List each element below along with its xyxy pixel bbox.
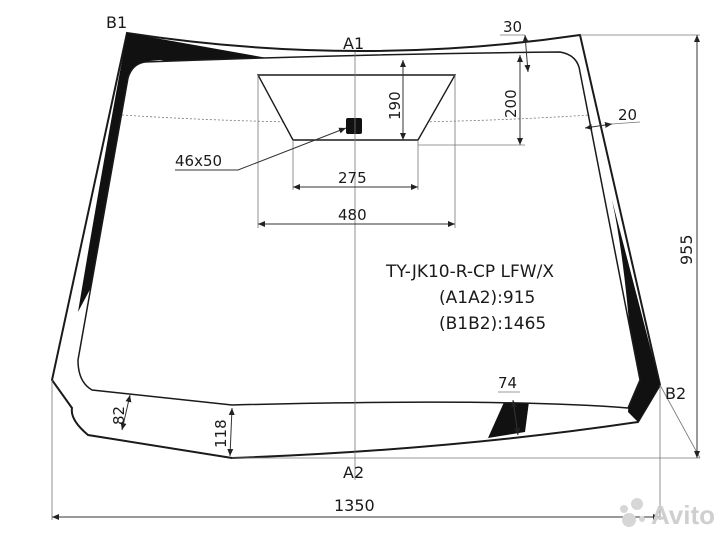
corner-label-b2: B2 (665, 384, 686, 403)
dim-label-20: 20 (618, 106, 637, 124)
right-black-band (612, 200, 660, 422)
rain-sensor (346, 118, 362, 134)
dim-20-line (584, 122, 613, 130)
b1b2-length: (B1B2):1465 (439, 314, 546, 334)
dim-82-line (120, 394, 132, 431)
a1a2-length: (A1A2):915 (439, 288, 535, 308)
watermark-text: Avito (651, 500, 715, 530)
dim-label-955: 955 (677, 234, 696, 265)
sensor-leader (175, 127, 347, 171)
inner-outline (77, 51, 641, 409)
dim-label-82: 82 (110, 406, 128, 425)
dim-label-480: 480 (338, 206, 367, 224)
dim-label-1350: 1350 (334, 496, 375, 515)
corner-label-b1: B1 (106, 13, 127, 32)
dim-label-74: 74 (498, 374, 517, 392)
dim-label-30: 30 (503, 18, 522, 36)
part-code: TY-JK10-R-CP LFW/X (385, 262, 554, 282)
dim-118-line (227, 407, 235, 457)
dim-label-46x50: 46x50 (175, 152, 222, 170)
corner-label-a1: A1 (343, 34, 364, 53)
dim-74-line (511, 399, 520, 436)
dim-label-190: 190 (386, 91, 404, 120)
dim-label-200: 200 (502, 89, 520, 118)
dim-label-275: 275 (338, 169, 367, 187)
dim-label-118: 118 (212, 419, 230, 448)
watermark-logo: Avito (620, 498, 715, 530)
corner-label-a2: A2 (343, 463, 364, 482)
dim-30-line (522, 34, 531, 73)
